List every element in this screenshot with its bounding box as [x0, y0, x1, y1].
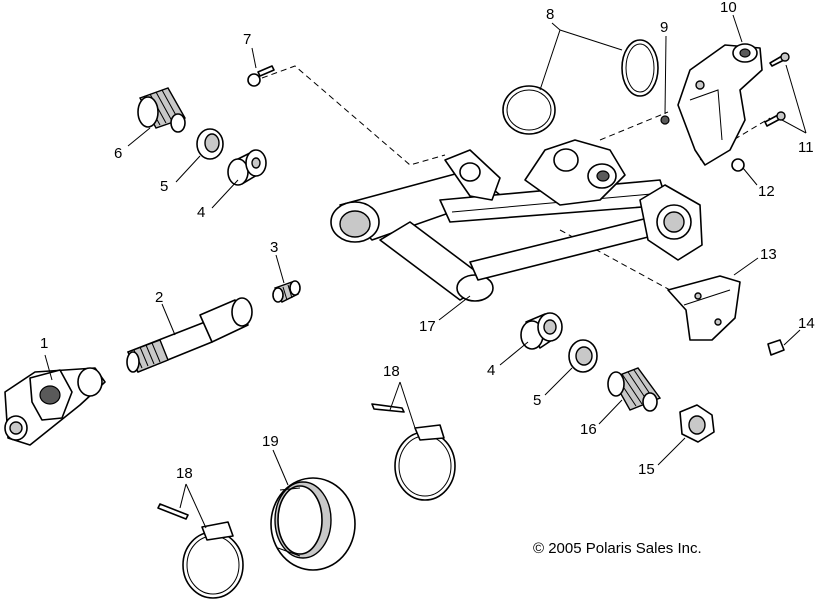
- bolts-11: [764, 52, 790, 127]
- leader-lines: [44, 14, 807, 529]
- bearing-upper: [227, 149, 267, 186]
- skid-bracket: [667, 275, 741, 341]
- hex-nut-15: [679, 404, 715, 443]
- mount-bracket: [677, 43, 763, 166]
- boot-19: [270, 477, 356, 571]
- callout-7: 7: [243, 31, 251, 48]
- o-rings: [502, 39, 659, 135]
- hose-clamp-lower: [157, 503, 244, 599]
- callout-15: 15: [638, 461, 655, 478]
- callout-4-upper: 4: [197, 204, 205, 221]
- bolt-9: [660, 115, 670, 125]
- u-joint-yoke: [4, 367, 106, 446]
- callout-17: 17: [419, 318, 436, 335]
- callout-10: 10: [720, 0, 737, 16]
- screw-14: [767, 339, 785, 356]
- callout-13: 13: [760, 246, 777, 263]
- bushing: [272, 280, 301, 303]
- nut-12: [731, 158, 745, 172]
- splined-shaft-upper: [137, 87, 187, 133]
- callout-4-lower: 4: [487, 362, 495, 379]
- callout-9: 9: [660, 19, 668, 36]
- bolt-7: [247, 65, 275, 87]
- hose-clamp-upper: [371, 403, 456, 501]
- callout-12: 12: [758, 183, 775, 200]
- drive-shaft: [126, 297, 253, 373]
- callout-labels: 1 2 3 4 4 5 5 6 7 8 9 10 11 12 13 14 15 …: [40, 0, 815, 482]
- callout-16: 16: [580, 421, 597, 438]
- callout-14: 14: [798, 315, 815, 332]
- callout-18-upper: 18: [383, 363, 400, 380]
- callout-5-upper: 5: [160, 178, 168, 195]
- callout-6: 6: [114, 145, 122, 162]
- bearing-lower: [520, 312, 563, 350]
- callout-19: 19: [262, 433, 279, 450]
- callout-3: 3: [270, 239, 278, 256]
- splined-shaft-lower: [607, 367, 662, 412]
- callout-11: 11: [798, 139, 814, 156]
- copyright-notice: © 2005 Polaris Sales Inc.: [533, 540, 702, 557]
- callout-2: 2: [155, 289, 163, 306]
- callout-5-lower: 5: [533, 392, 541, 409]
- callout-1: 1: [40, 335, 48, 352]
- seal-lower: [568, 339, 598, 373]
- swing-arm-frame: [330, 139, 703, 302]
- callout-18-lower: 18: [176, 465, 193, 482]
- seal-upper: [196, 128, 224, 160]
- callout-8: 8: [546, 6, 554, 23]
